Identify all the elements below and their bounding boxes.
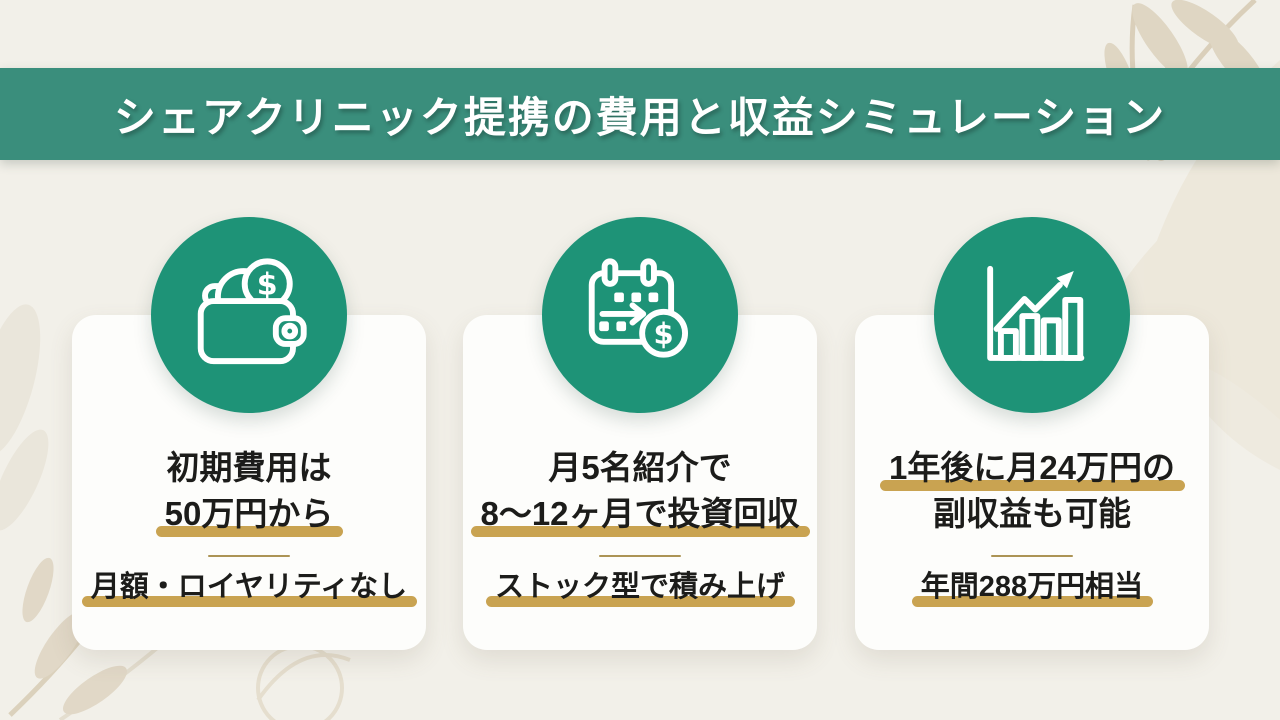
- gold-divider: [208, 555, 290, 557]
- card-initial-cost: $ 初期費用は 50万円から 月額・ロイヤリティなし: [72, 217, 426, 650]
- calendar-coin-icon: $: [588, 258, 689, 358]
- gold-divider: [599, 555, 681, 557]
- card-text-block: 月5名紹介で 8〜12ヶ月で投資回収 ストック型で積み上げ: [463, 445, 817, 607]
- headline-line1-highlighted: 1年後に月24万円の: [879, 445, 1186, 491]
- subtext-highlighted: 年間288万円相当: [911, 567, 1154, 607]
- card-headline: 1年後に月24万円の 副収益も可能: [855, 445, 1209, 537]
- card-subtext: ストック型で積み上げ: [463, 567, 817, 607]
- headline-line2-highlighted: 50万円から: [155, 491, 344, 537]
- card-revenue: 1年後に月24万円の 副収益も可能 年間288万円相当: [855, 217, 1209, 650]
- svg-text:$: $: [257, 268, 278, 303]
- page-title: シェアクリニック提携の費用と収益シミュレーション: [113, 93, 1167, 141]
- calendar-icon-circle: $: [542, 217, 738, 413]
- subtext-highlighted: 月額・ロイヤリティなし: [81, 567, 418, 607]
- subtext-highlighted: ストック型で積み上げ: [485, 567, 796, 607]
- card-headline: 月5名紹介で 8〜12ヶ月で投資回収: [463, 445, 817, 537]
- headline-line1: 月5名紹介で: [548, 449, 732, 486]
- headline-line2: 副収益も可能: [933, 495, 1131, 532]
- svg-text:$: $: [654, 317, 674, 351]
- headline-line1: 初期費用は: [166, 449, 332, 486]
- growth-chart-icon: [987, 265, 1085, 361]
- card-subtext: 年間288万円相当: [855, 567, 1209, 607]
- card-text-block: 初期費用は 50万円から 月額・ロイヤリティなし: [72, 445, 426, 607]
- wallet-icon-circle: $: [151, 217, 347, 413]
- wallet-coins-icon: $: [197, 258, 307, 365]
- gold-divider: [991, 555, 1073, 557]
- chart-icon-circle: [934, 217, 1130, 413]
- headline-line2-highlighted: 8〜12ヶ月で投資回収: [471, 491, 810, 537]
- card-payback: $ 月5名紹介で 8〜12ヶ月で投資回収 ストック型で積み上げ: [463, 217, 817, 650]
- title-banner: シェアクリニック提携の費用と収益シミュレーション: [0, 68, 1280, 160]
- card-headline: 初期費用は 50万円から: [72, 445, 426, 537]
- card-subtext: 月額・ロイヤリティなし: [72, 567, 426, 607]
- card-text-block: 1年後に月24万円の 副収益も可能 年間288万円相当: [855, 445, 1209, 607]
